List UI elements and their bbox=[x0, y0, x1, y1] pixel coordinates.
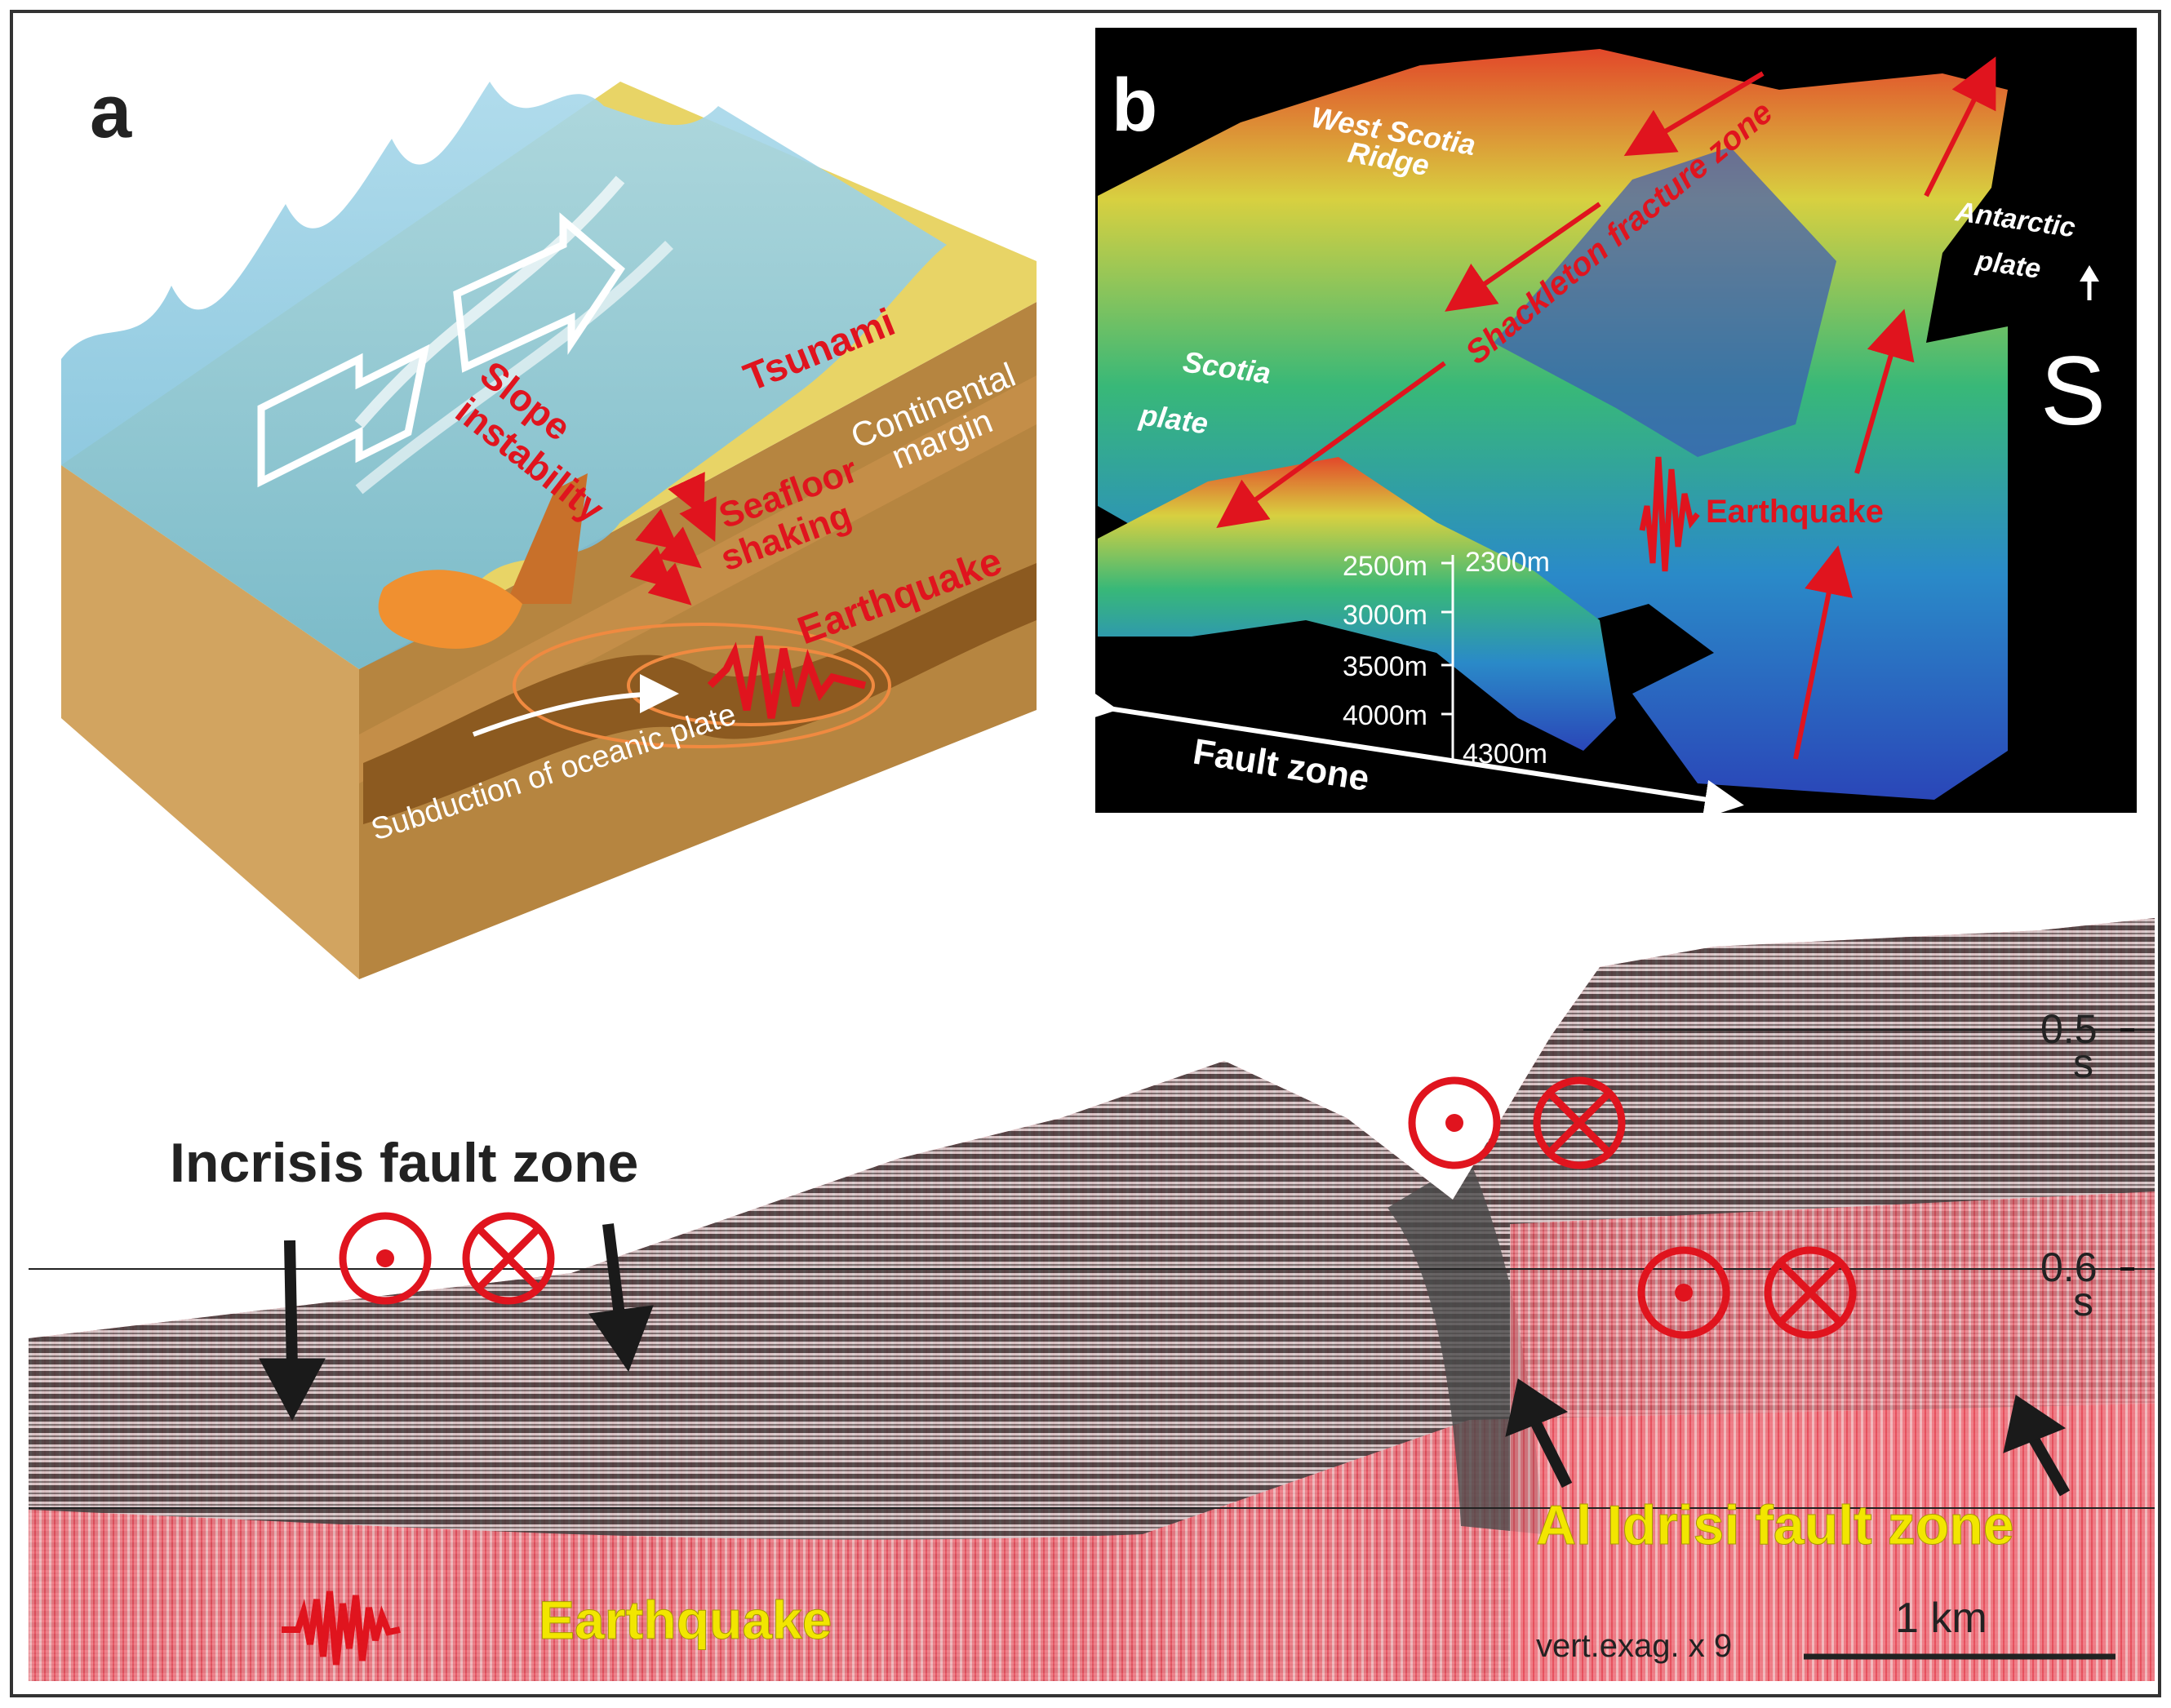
panel-a-letter: a bbox=[90, 70, 132, 153]
fault-arrows-b bbox=[1216, 56, 1996, 760]
incrisis-fault-label: Incrisis fault zone bbox=[170, 1132, 638, 1194]
earthquake-label-b: Earthquake bbox=[1706, 494, 1884, 530]
al-idrisi-fault-label: Al Idrisi fault zone bbox=[1536, 1494, 2014, 1556]
seismogram-c bbox=[282, 1590, 401, 1666]
depth-label-3500: 3500m bbox=[1343, 651, 1427, 682]
earthquake-label-c: Earthquake bbox=[539, 1590, 832, 1650]
seismogram-b bbox=[1639, 456, 1700, 572]
fault-arrows bbox=[259, 1223, 2071, 1497]
bathymetry-panel bbox=[1095, 28, 2137, 813]
panel-b-letter: b bbox=[1112, 64, 1157, 147]
depth-label-3000: 3000m bbox=[1343, 600, 1427, 631]
strike-slip-symbols bbox=[339, 1076, 1857, 1339]
depth-label-2500: 2500m bbox=[1343, 551, 1427, 582]
south-arrow-icon bbox=[2080, 265, 2099, 300]
depth-top-label: 2300m bbox=[1465, 547, 1550, 578]
twt-unit-05: s bbox=[2073, 1040, 2093, 1086]
fault-zone-arrow bbox=[1076, 684, 1744, 819]
shaking-arrows bbox=[629, 472, 717, 606]
depth-label-4000: 4000m bbox=[1343, 700, 1427, 731]
twt-unit-06: s bbox=[2073, 1279, 2093, 1324]
block-diagram bbox=[61, 82, 1037, 979]
scale-bar-label: 1 km bbox=[1895, 1595, 1987, 1642]
twt-label-06: 0.6 bbox=[2040, 1244, 2098, 1290]
south-orientation-label: S bbox=[2040, 336, 2106, 446]
vert-exag-label: vert.exag. x 9 bbox=[1536, 1628, 1732, 1664]
twt-label-05: 0.5 bbox=[2040, 1006, 2098, 1052]
